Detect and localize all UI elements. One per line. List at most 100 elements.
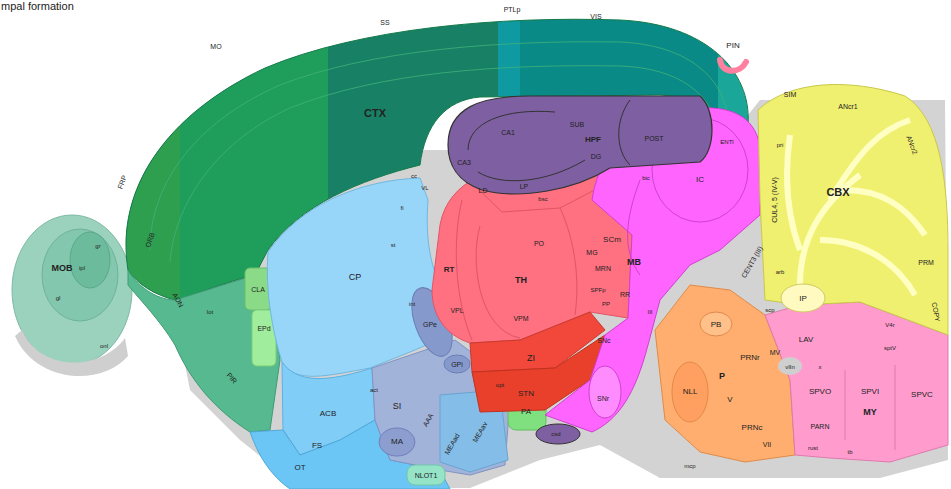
region-label: PTLp <box>504 6 521 13</box>
region-label: ipl <box>79 265 85 271</box>
region-label: arb <box>776 269 785 275</box>
region-label: IC <box>696 176 704 184</box>
region-label: CP <box>349 273 362 282</box>
region-label: GPe <box>423 321 437 328</box>
region-label: ORB <box>144 232 156 249</box>
region-label: VIS <box>590 13 601 20</box>
region-label: gr <box>95 243 100 249</box>
region-label: SS <box>380 19 389 26</box>
region-label: OT <box>294 464 305 472</box>
region-label: PRNr <box>740 354 760 362</box>
region-label: x <box>819 364 822 370</box>
region-label: MB <box>627 258 641 267</box>
region-label: SIM <box>784 91 796 98</box>
region-label: ZI <box>527 354 535 363</box>
region-label: ANcr2 <box>905 135 918 156</box>
region-label: pri <box>777 142 784 148</box>
region-label: HPF <box>585 136 601 144</box>
region-label: PP <box>602 301 610 307</box>
region-label: act <box>370 387 378 393</box>
region-label: SPVI <box>861 388 879 396</box>
region-label: PRM <box>918 259 934 266</box>
region-label: LAV <box>799 336 814 344</box>
region-label: gl <box>56 295 61 301</box>
region-label: SNr <box>597 395 609 402</box>
region-label: MRN <box>595 265 611 272</box>
region-label: V4r <box>885 322 894 328</box>
region-label: MY <box>863 408 877 417</box>
region-label: TH <box>515 276 527 285</box>
region-label: LP <box>520 183 529 190</box>
region-label: IP <box>799 295 807 303</box>
region-label: MO <box>210 43 221 50</box>
region-label: CENT3 (III) <box>740 245 764 279</box>
region-label: MEAav <box>471 420 488 443</box>
region-label: SPFp <box>590 287 605 293</box>
region-label: csd <box>551 431 560 437</box>
region-label: tb <box>847 449 852 455</box>
region-label: STN <box>518 390 534 398</box>
region-label: CTX <box>364 108 386 119</box>
region-label: bic <box>642 175 650 181</box>
region-label: CA3 <box>457 159 471 166</box>
region-label: SCm <box>603 236 621 244</box>
region-label: DG <box>591 153 602 160</box>
region-label: PA <box>521 408 531 416</box>
region-label: sptV <box>884 345 896 351</box>
region-label: MEAad <box>443 432 461 455</box>
region-label: PARN <box>811 423 830 430</box>
region-label: PIR <box>226 371 239 384</box>
region-label: P <box>719 372 725 381</box>
region-label: ACB <box>320 410 336 418</box>
region-label: CUL4, 5 (IV-V) <box>771 177 778 223</box>
region-label: SNc <box>597 337 610 344</box>
region-label: MG <box>586 249 597 256</box>
region-label: mpal formation <box>1 1 74 12</box>
region-label: V <box>727 396 732 404</box>
region-label: VPM <box>513 315 528 322</box>
region-label: MA <box>391 438 403 446</box>
region-label: vIIn <box>785 364 795 370</box>
region-label: NLOT1 <box>415 472 438 479</box>
region-label: PO <box>534 240 544 247</box>
region-label: EPd <box>257 325 270 332</box>
region-label: cc <box>411 173 417 179</box>
region-label: VPL <box>450 307 463 314</box>
region-label: PB <box>711 321 722 329</box>
region-label: CBX <box>826 187 849 198</box>
region-label: VII <box>763 441 772 448</box>
region-label: NLL <box>683 388 698 396</box>
region-label: RT <box>444 266 455 274</box>
region-label: lot <box>207 309 213 315</box>
region-label: bsc <box>538 196 547 202</box>
region-label: int <box>409 301 415 307</box>
region-label: st <box>391 242 396 248</box>
region-label: VL <box>421 185 428 191</box>
region-label: GPi <box>451 361 463 368</box>
region-label: CLA <box>251 286 265 293</box>
region-label: POST <box>644 135 663 142</box>
region-label: MOB <box>52 264 73 273</box>
region-label: AON <box>171 292 185 309</box>
region-label: CA1 <box>501 129 515 136</box>
region-label: PRNc <box>742 424 763 432</box>
region-label: SPVO <box>809 388 831 396</box>
region-label: RR <box>620 291 630 298</box>
region-label: opt <box>496 382 504 388</box>
region-label: scp <box>765 307 774 313</box>
region-label: fi <box>401 205 404 211</box>
region-label: FS <box>312 442 322 450</box>
region-label: SI <box>393 402 402 411</box>
region-label: ANcr1 <box>838 103 857 110</box>
region-label: III <box>647 309 652 315</box>
region-label: mcp <box>684 463 695 469</box>
region-label: MV <box>770 349 781 356</box>
region-label: LD <box>479 187 488 194</box>
region-label: SPVC <box>911 391 933 399</box>
region-label: PIN <box>726 42 739 50</box>
region-label: rust <box>808 445 818 451</box>
region-label: FRP <box>116 174 127 190</box>
